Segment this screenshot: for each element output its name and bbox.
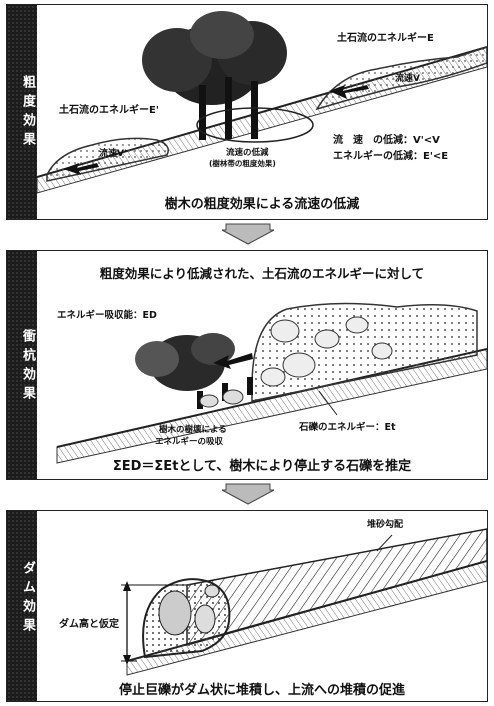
roughness-effect-caption: 樹木の粗度効果による流速の低減: [164, 197, 360, 212]
debris-flow-upstream: [315, 46, 487, 111]
roughness-effect-panel: 粗度効果: [6, 4, 488, 220]
pile-effect-label: 衝杭効果: [20, 329, 35, 405]
pile-effect-illustration: エネルギー吸収能：ED 石礫のエネルギー：Et 樹木の樹壊による エネルギーの吸…: [37, 251, 487, 479]
dam-height-label: ダム高と仮定: [59, 619, 119, 630]
dam-effect-panel: ダム効果: [6, 510, 488, 702]
energy-e-label: 土石流のエネルギーE: [337, 33, 434, 44]
roughness-diagram: [37, 11, 487, 194]
roughness-effect-sidebar: 粗度効果: [7, 5, 37, 219]
sediment-slope-label: 堆砂勾配: [367, 520, 404, 530]
reduction-center-label: 流速の低減: [226, 148, 269, 158]
pile-effect-header: 粗度効果により低減された、土石流のエネルギーに対して: [99, 266, 425, 281]
boulders: [260, 316, 393, 387]
reduction-center-sublabel: (樹林帯の粗度効果): [209, 159, 276, 168]
velocity-v-prime-label: 流速V': [99, 149, 127, 159]
velocity-reduction-label: 流 速 の低減：V'<V: [333, 135, 440, 146]
pile-effect-sidebar: 衝杭効果: [7, 251, 37, 479]
tree-group: [142, 11, 287, 140]
energy-e-prime-label: 土石流のエネルギーE': [59, 105, 159, 116]
velocity-arrow-downstream: [63, 163, 99, 175]
debris-mass: [251, 302, 478, 402]
energy-reduction-label: エネルギーの低減：E'<E: [333, 151, 449, 162]
absorb-label: エネルギー吸収能：ED: [57, 310, 157, 321]
pile-effect-caption: ΣED＝ΣEtとして、樹木により停止する石礫を推定: [112, 459, 412, 474]
tree-break-label-2: エネルギーの吸収: [155, 437, 224, 447]
down-arrow-1: [221, 223, 275, 245]
velocity-v-label: 流速V: [395, 74, 420, 84]
dam-effect-illustration: 堆砂勾配 ダム高と仮定: [37, 511, 487, 701]
pile-diagram: [56, 302, 487, 464]
reduction-zone-ellipse: [196, 107, 314, 143]
dam-effect-label: ダム効果: [20, 561, 35, 637]
tree-break-label-1: 樹木の樹壊による: [159, 425, 227, 435]
down-arrow-2: [221, 483, 275, 505]
stone-energy-label: 石礫のエネルギー：Et: [299, 422, 396, 433]
velocity-arrow-upstream: [329, 85, 369, 99]
stone-leader-line: [318, 390, 338, 416]
dam-diagram: [121, 528, 487, 676]
impact-arrow: [213, 353, 253, 369]
dam-effect-sidebar: ダム効果: [7, 511, 37, 701]
pile-effect-panel: 衝杭効果: [6, 250, 488, 480]
tree-group-2: [135, 333, 253, 409]
dam-effect-caption: 停止巨礫がダム状に堆積し、上流への堆積の促進: [118, 683, 405, 698]
roughness-effect-label: 粗度効果: [20, 75, 35, 151]
roughness-effect-illustration: 土石流のエネルギーE 土石流のエネルギーE' 流速V 流速V' 流速の低減 (樹…: [37, 5, 487, 219]
